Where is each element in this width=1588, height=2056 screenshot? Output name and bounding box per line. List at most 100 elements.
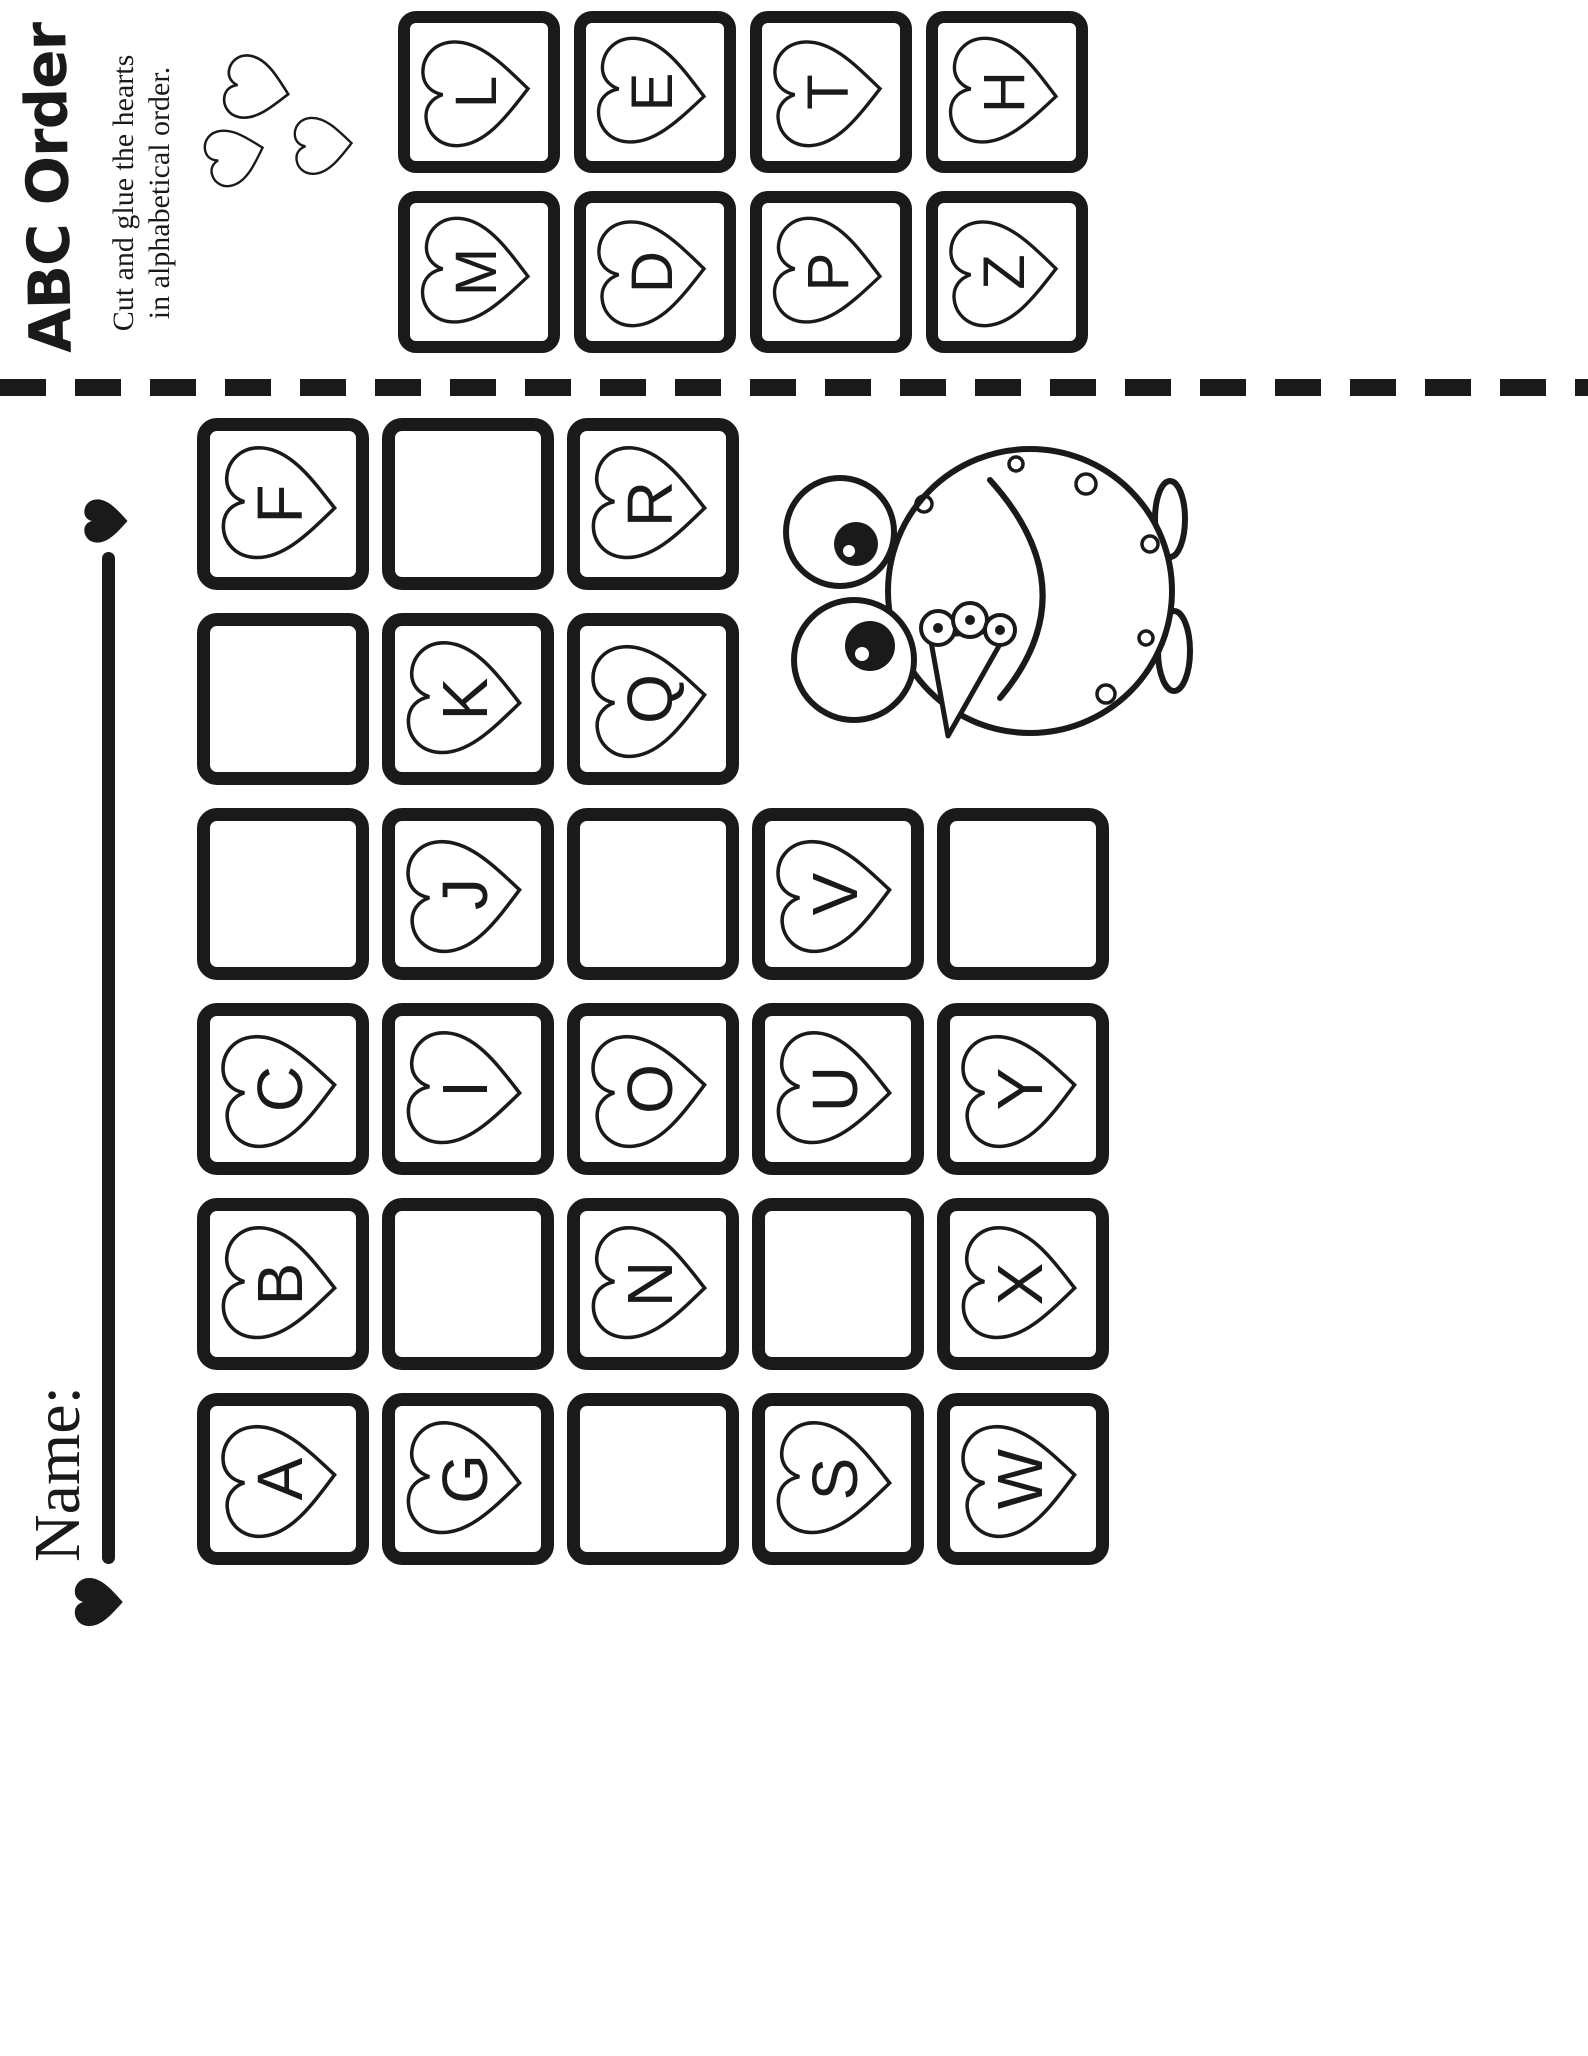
grid-cell-letter: Y — [937, 1003, 1109, 1175]
heart-letter: B — [244, 1262, 317, 1306]
heart-icon — [961, 1424, 1078, 1538]
grid-cell-letter: B — [197, 1198, 369, 1370]
grid-cell-letter: S — [752, 1393, 924, 1565]
cut-heart-cell: Z — [926, 191, 1088, 353]
heart-icon — [773, 216, 883, 324]
heart-letter: X — [984, 1262, 1057, 1306]
grid-cell-letter: I — [382, 1003, 554, 1175]
heart-icon — [777, 1420, 893, 1534]
heart-icon — [961, 1034, 1078, 1148]
heart-icon — [222, 445, 338, 559]
heart-letter: N — [614, 1260, 687, 1308]
grid-cell-letter: U — [752, 1003, 924, 1175]
cut-line-dashed — [0, 379, 1588, 396]
heart-letter: E — [619, 72, 685, 112]
cut-heart-cell: L — [398, 11, 560, 173]
heart-letter: U — [799, 1065, 872, 1113]
heart-letter: Y — [984, 1067, 1057, 1111]
cut-heart-cell: P — [750, 191, 912, 353]
decorative-hearts — [194, 24, 374, 194]
grid-cell-letter: X — [937, 1198, 1109, 1370]
grid-cell-letter: F — [197, 418, 369, 590]
heart-icon — [406, 839, 523, 953]
heart-letter: P — [795, 252, 861, 292]
grid-cell-empty — [197, 808, 369, 980]
heart-letter: C — [244, 1065, 317, 1113]
heart-letter: K — [429, 677, 502, 721]
grid-cell-letter: O — [567, 1003, 739, 1175]
name-line — [102, 552, 115, 1564]
grid-cell-letter: G — [382, 1393, 554, 1565]
grid-cell-letter: Q — [567, 613, 739, 785]
subtitle-line-2: in alphabetical order. — [143, 66, 176, 320]
heart-icon — [597, 220, 707, 328]
heart-icon — [407, 640, 523, 754]
heart-letter: Z — [971, 254, 1037, 290]
grid-cell-letter: N — [567, 1198, 739, 1370]
heart-icon — [776, 839, 893, 953]
cut-heart-cell: M — [398, 191, 560, 353]
heart-icon — [949, 36, 1059, 144]
cut-heart-cell: E — [574, 11, 736, 173]
heart-letter: V — [799, 872, 872, 916]
heart-icon — [221, 1034, 338, 1148]
heart-letter: H — [971, 71, 1037, 113]
name-label: Name: — [21, 1386, 94, 1562]
heart-letter: D — [619, 251, 685, 293]
grid-cell-empty — [382, 418, 554, 590]
grid-cell-letter: W — [937, 1393, 1109, 1565]
heart-icon — [407, 1030, 523, 1144]
page-title: ABC Order — [11, 22, 85, 354]
heart-icon — [221, 1424, 338, 1538]
heart-icon — [421, 40, 531, 148]
heart-icon — [222, 1225, 338, 1339]
heart-icon — [591, 1034, 708, 1148]
filled-heart-icon — [74, 1578, 123, 1626]
heart-letter: L — [443, 75, 509, 109]
grid-cell-empty — [752, 1198, 924, 1370]
filled-heart-icon — [84, 499, 128, 543]
grid-cell-empty — [197, 613, 369, 785]
grid-cell-empty — [382, 1198, 554, 1370]
grid-cell-letter: A — [197, 1393, 369, 1565]
page-subtitle: Cut and glue the hearts in alphabetical … — [106, 8, 178, 378]
heart-icon — [777, 1030, 893, 1144]
alphabet-grid: A B C F G I J K N O Q R S U V W X Y — [197, 418, 1109, 1565]
grid-cell-letter: J — [382, 808, 554, 980]
grid-cell-letter: V — [752, 808, 924, 980]
heart-icon — [597, 36, 707, 144]
heart-letter: J — [429, 878, 502, 910]
heart-icon — [949, 220, 1059, 328]
cut-heart-cell: T — [750, 11, 912, 173]
cut-heart-cell: H — [926, 11, 1088, 173]
heart-icon — [592, 445, 708, 559]
grid-cell-empty — [937, 808, 1109, 980]
cut-heart-cell: D — [574, 191, 736, 353]
heart-icon — [407, 1420, 523, 1534]
heart-icon — [591, 644, 708, 758]
heart-letter: O — [614, 1064, 687, 1114]
frog-illustration — [783, 446, 1193, 739]
heart-letter: A — [244, 1457, 317, 1501]
heart-letter: T — [795, 74, 861, 110]
grid-cell-letter: R — [567, 418, 739, 590]
grid-cell-letter: K — [382, 613, 554, 785]
heart-letter: F — [244, 484, 317, 524]
heart-letter: G — [429, 1454, 502, 1504]
heart-icon — [773, 40, 883, 148]
heart-icon — [293, 116, 354, 176]
heart-letter: Q — [614, 674, 687, 724]
grid-cell-empty — [567, 808, 739, 980]
grid-cell-empty — [567, 1393, 739, 1565]
heart-letter: S — [799, 1457, 872, 1501]
heart-icon — [421, 216, 531, 324]
cut-hearts-grid: M L D E P T Z H — [398, 11, 1088, 353]
heart-icon — [203, 129, 265, 188]
heart-letter: W — [984, 1448, 1057, 1510]
heart-letter: I — [429, 1080, 502, 1098]
heart-icon — [222, 54, 290, 119]
heart-letter: R — [614, 480, 687, 528]
grid-cell-letter: C — [197, 1003, 369, 1175]
heart-icon — [962, 1225, 1078, 1339]
